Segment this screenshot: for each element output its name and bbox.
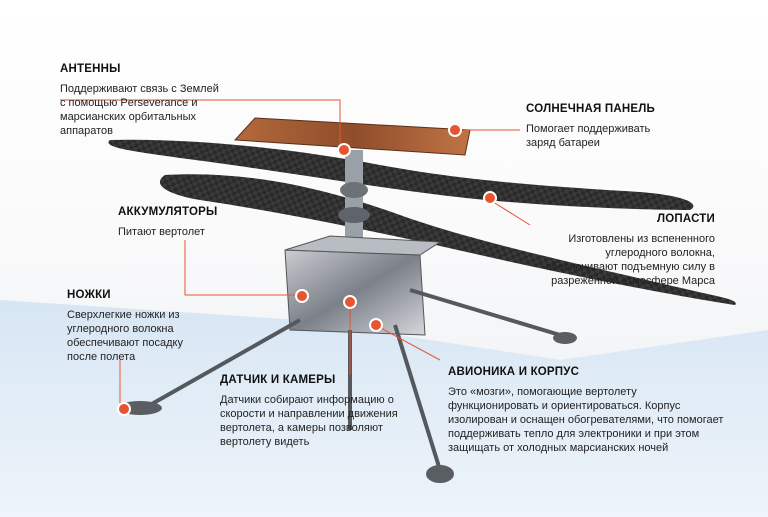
callout-batteries: АККУМУЛЯТОРЫ Питают вертолет [118,205,258,239]
callout-sensors: ДАТЧИК И КАМЕРЫ Датчики собирают информа… [220,373,410,449]
marker-solar [448,123,462,137]
callout-antennas-text: Поддерживают связь с Землей с помощью Pe… [60,83,219,137]
marker-antennas [337,143,351,157]
callout-batteries-text: Питают вертолет [118,226,205,238]
callout-antennas: АНТЕННЫ Поддерживают связь с Землей с по… [60,62,225,138]
marker-legs [117,402,131,416]
callout-blades-title: ЛОПАСТИ [656,213,715,225]
callout-sensors-title: ДАТЧИК И КАМЕРЫ [220,374,336,386]
callout-legs-text: Сверхлегкие ножки из углеродного волокна… [67,309,183,363]
marker-avionics [369,318,383,332]
callout-legs: НОЖКИ Сверхлегкие ножки из углеродного в… [67,288,207,364]
callout-solar: СОЛНЕЧНАЯ ПАНЕЛЬ Помогает поддерживать з… [526,102,676,150]
leg-right-back [409,288,561,337]
callout-legs-title: НОЖКИ [67,289,111,301]
leg-left [149,318,301,407]
solar-panel [233,117,471,156]
callout-blades: ЛОПАСТИ Изготовлены из вспененного углер… [530,212,715,288]
floor-surface [0,300,768,517]
marker-blades [483,191,497,205]
leader-lines [60,99,531,410]
callout-batteries-title: АККУМУЛЯТОРЫ [118,206,218,218]
callout-solar-title: СОЛНЕЧНАЯ ПАНЕЛЬ [526,103,655,115]
callout-blades-text: Изготовлены из вспененного углеродного в… [545,233,715,287]
callout-avionics-title: АВИОНИКА И КОРПУС [448,366,580,378]
callout-sensors-text: Датчики собирают информацию о скорости и… [220,394,398,448]
leg-right-front [393,324,442,471]
marker-sensors [343,295,357,309]
callout-avionics-text: Это «мозги», помогающие вертолету функци… [448,386,724,454]
marker-batteries [295,289,309,303]
callout-avionics: АВИОНИКА И КОРПУС Это «мозги», помогающи… [448,365,728,455]
callout-solar-text: Помогает поддерживать заряд батареи [526,123,651,149]
callout-markers [117,123,497,416]
callout-antennas-title: АНТЕННЫ [60,63,121,75]
rotor-mast [345,150,363,250]
upper-blade [108,139,694,210]
lower-blade [159,174,736,305]
